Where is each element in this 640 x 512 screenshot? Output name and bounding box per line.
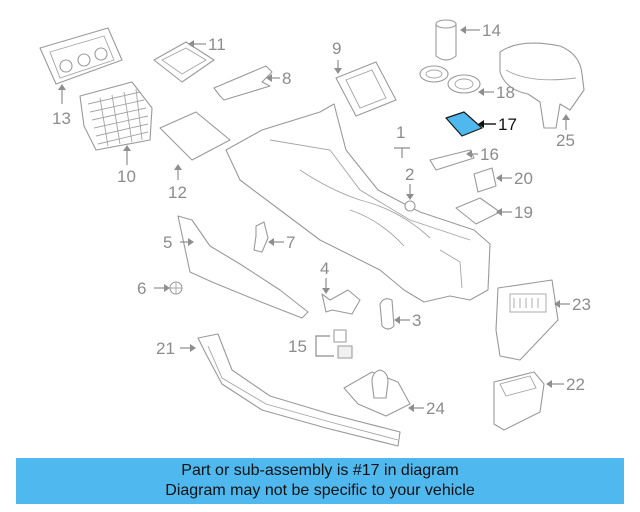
part-10-vent-grille [79, 81, 153, 165]
parts-diagram: 1 2 3 4 5 6 7 8 9 10 11 12 13 14 15 16 1… [39, 19, 591, 447]
part-9-shifter-trim [334, 60, 397, 117]
part-8-bracket [213, 65, 280, 101]
part-22-rear-bin [493, 371, 564, 431]
part-2-screw [404, 184, 416, 212]
callout-14: 14 [482, 21, 501, 40]
part-7-clip [253, 221, 284, 253]
callout-22: 22 [566, 375, 585, 394]
part-6-bolt [154, 281, 183, 295]
banner-line-part-number: Part or sub-assembly is #17 in diagram [181, 462, 459, 479]
callout-4: 4 [320, 259, 329, 278]
callout-7: 7 [286, 233, 295, 252]
callout-20: 20 [514, 169, 533, 188]
callout-12: 12 [168, 183, 187, 202]
part-20-clip [473, 167, 512, 193]
part-16-bracket [429, 149, 478, 171]
callout-5: 5 [163, 233, 172, 252]
callout-3: 3 [412, 311, 421, 330]
part-12-mat [159, 111, 231, 180]
part-17-tray-highlighted [445, 111, 496, 137]
part-3-knob [379, 298, 410, 330]
part-15-switches [315, 329, 353, 359]
part-24-shifter-base [343, 369, 424, 417]
callout-labels: 1 2 3 4 5 6 7 8 9 10 11 12 13 14 15 16 1… [52, 21, 591, 418]
callout-25: 25 [556, 131, 575, 150]
callout-8: 8 [282, 69, 291, 88]
info-banner: Part or sub-assembly is #17 in diagram D… [16, 458, 624, 504]
callout-2: 2 [405, 165, 414, 184]
callout-15: 15 [288, 337, 307, 356]
part-13-switch-panel [39, 27, 123, 104]
callout-21: 21 [156, 339, 175, 358]
callout-24: 24 [426, 399, 445, 418]
part-23-rear-vent [495, 279, 570, 361]
callout-16: 16 [480, 145, 499, 164]
part-11-storage-tray [153, 40, 215, 83]
banner-line-disclaimer: Diagram may not be specific to your vehi… [165, 482, 475, 499]
part-4-bracket [321, 278, 361, 315]
callout-6: 6 [137, 279, 146, 298]
part-18-cup-holder-mat [419, 65, 494, 96]
callout-23: 23 [572, 295, 591, 314]
part-19-pad [455, 197, 512, 225]
part-25-armrest-lid [499, 42, 585, 130]
callout-9: 9 [332, 39, 341, 58]
callout-17: 17 [498, 115, 517, 134]
part-1-center-console [225, 103, 491, 303]
callout-11: 11 [208, 35, 226, 54]
callout-18: 18 [496, 83, 515, 102]
callout-19: 19 [514, 203, 533, 222]
callout-1: 1 [396, 123, 405, 142]
part-5-side-panel [177, 215, 309, 319]
part-21-rail [180, 333, 401, 447]
part-14-cup-insert [435, 19, 480, 61]
callout-10: 10 [117, 167, 136, 186]
callout-13: 13 [52, 109, 71, 128]
